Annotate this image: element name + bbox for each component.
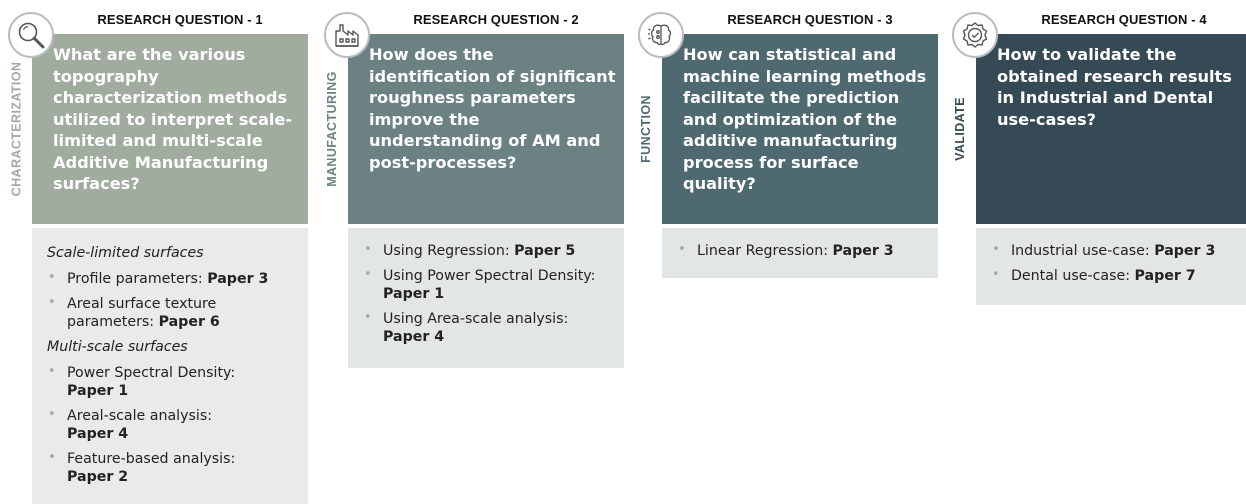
rq1-group-heading: Scale-limited surfaces — [47, 245, 204, 261]
rq4-column: RESEARCH QUESTION - 4 VALIDATE How to va… — [952, 0, 1246, 504]
list-item: •Feature-based analysis:Paper 2 — [48, 450, 236, 485]
paper-reference: Paper 3 — [207, 271, 269, 287]
paper-reference: Paper 1 — [383, 286, 445, 302]
rq2-column: RESEARCH QUESTION - 2 MANUFACTURING How … — [324, 0, 624, 504]
rq2-question: How does the identification of significa… — [348, 34, 624, 224]
paper-reference: Paper 4 — [67, 426, 129, 442]
rq1-group-heading: Multi-scale surfaces — [47, 339, 188, 355]
rq2-side-label: MANUFACTURING — [325, 71, 340, 187]
rq1-details: Scale-limited surfaces •Profile paramete… — [32, 228, 308, 504]
list-item: •Areal surface texture parameters: Paper… — [48, 295, 220, 330]
list-item: •Power Spectral Density:Paper 1 — [48, 364, 236, 399]
brain-icon — [638, 12, 684, 58]
list-item: •Using Power Spectral Density:Paper 1 — [364, 267, 596, 302]
magnifier-icon — [8, 12, 54, 58]
factory-icon — [324, 12, 370, 58]
list-item: •Linear Regression: Paper 3 — [678, 242, 894, 259]
rq3-side-label: FUNCTION — [639, 95, 653, 163]
rq3-details: •Linear Regression: Paper 3 — [662, 228, 938, 278]
paper-reference: Paper 3 — [1154, 243, 1216, 259]
rq4-side-label: VALIDATE — [953, 97, 968, 161]
list-item: •Industrial use-case: Paper 3 — [992, 242, 1216, 259]
paper-reference: Paper 6 — [158, 314, 220, 330]
rq4-question: How to validate the obtained research re… — [976, 34, 1246, 224]
paper-reference: Paper 3 — [832, 243, 894, 259]
paper-reference: Paper 4 — [383, 329, 445, 345]
rq2-header: RESEARCH QUESTION - 2 — [413, 12, 579, 27]
rq1-column: RESEARCH QUESTION - 1 CHARACTERIZATION W… — [8, 0, 308, 504]
rq4-header: RESEARCH QUESTION - 4 — [1041, 12, 1207, 27]
list-item: •Dental use-case: Paper 7 — [992, 267, 1196, 284]
check-badge-icon — [952, 12, 998, 58]
rq3-question: How can statistical and machine learning… — [662, 34, 938, 224]
paper-reference: Paper 5 — [514, 243, 576, 259]
list-item: •Areal-scale analysis:Paper 4 — [48, 407, 212, 442]
rq4-details: •Industrial use-case: Paper 3 •Dental us… — [976, 228, 1246, 305]
paper-reference: Paper 1 — [67, 383, 129, 399]
paper-reference: Paper 2 — [67, 469, 129, 485]
list-item: •Using Area-scale analysis:Paper 4 — [364, 310, 569, 345]
rq2-details: •Using Regression: Paper 5 •Using Power … — [348, 228, 624, 368]
rq1-question: What are the various topography characte… — [32, 34, 308, 224]
rq1-side-label: CHARACTERIZATION — [9, 61, 24, 197]
rq3-header: RESEARCH QUESTION - 3 — [727, 12, 893, 27]
rq1-header: RESEARCH QUESTION - 1 — [97, 12, 263, 27]
list-item: •Profile parameters: Paper 3 — [48, 270, 269, 287]
list-item: •Using Regression: Paper 5 — [364, 242, 576, 259]
paper-reference: Paper 7 — [1134, 268, 1196, 284]
rq3-column: RESEARCH QUESTION - 3 FUNCTION How can s… — [638, 0, 938, 504]
